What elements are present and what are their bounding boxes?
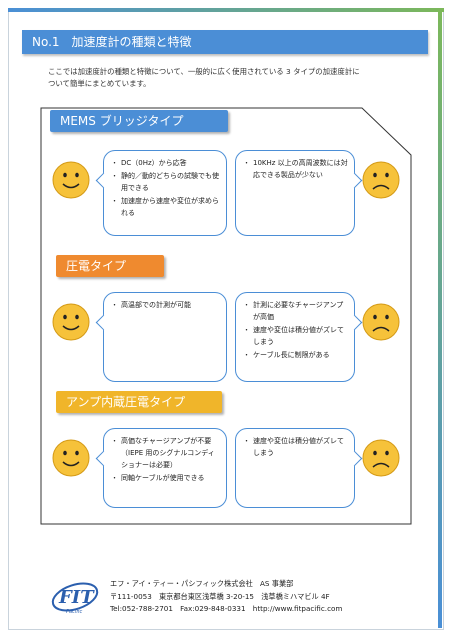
mems-pro-3: 加速度から速度や変位が求められる <box>111 195 220 219</box>
iepe-pro-1: 高価なチャージアンプが不要（IEPE 用のシグナルコンディショナーは必要） <box>111 435 220 471</box>
content-frame <box>40 107 412 525</box>
section-label-piezo: 圧電タイプ <box>56 255 164 277</box>
top-accent-bar <box>8 8 444 12</box>
svg-text:FIT: FIT <box>58 587 95 608</box>
right-accent-bar <box>438 8 442 628</box>
mems-pros-bubble: DC（0Hz）から応答 静的／動的どちらの試験でも使用できる 加速度から速度や変… <box>103 150 227 236</box>
fit-pacific-logo: FIT Pacific <box>51 582 99 615</box>
iepe-cons-bubble: 速度や変位は積分値がズレてしまう <box>235 428 355 508</box>
sad-face-icon <box>362 439 400 477</box>
mems-cons-bubble: 10KHz 以上の高周波数には対応できる製品が少ない <box>235 150 355 236</box>
piezo-pro-1: 高温部での計測が可能 <box>111 299 220 311</box>
footer-phone-web: Tel:052-788-2701 Fax:029-848-0331 http:/… <box>110 604 343 613</box>
intro-text: ここでは加速度計の種類と特徴について、一般的に広く使用されている 3 タイプの加… <box>48 66 408 90</box>
smiley-face-icon <box>52 161 90 199</box>
piezo-con-2: 速度や変位は積分値がズレてしまう <box>243 324 348 348</box>
iepe-pro-2: 同軸ケーブルが使用できる <box>111 472 220 484</box>
iepe-pros-bubble: 高価なチャージアンプが不要（IEPE 用のシグナルコンディショナーは必要） 同軸… <box>103 428 227 508</box>
mems-pro-2: 静的／動的どちらの試験でも使用できる <box>111 170 220 194</box>
frame-outline <box>40 107 412 525</box>
iepe-con-1: 速度や変位は積分値がズレてしまう <box>243 435 348 459</box>
svg-text:Pacific: Pacific <box>66 609 82 615</box>
section-label-mems: MEMS ブリッジタイプ <box>50 110 228 132</box>
piezo-pros-bubble: 高温部での計測が可能 <box>103 292 227 382</box>
footer-contact: エフ・アイ・ティー・パシフィック株式会社 AS 事業部 〒111-0053 東京… <box>110 578 342 616</box>
sad-face-icon <box>362 303 400 341</box>
mems-con-1: 10KHz 以上の高周波数には対応できる製品が少ない <box>243 157 348 181</box>
mems-pro-1: DC（0Hz）から応答 <box>111 157 220 169</box>
piezo-con-3: ケーブル長に制限がある <box>243 349 348 361</box>
intro-line-1: ここでは加速度計の種類と特徴について、一般的に広く使用されている 3 タイプの加… <box>48 67 360 76</box>
smiley-face-icon <box>52 303 90 341</box>
footer-address: 〒111-0053 東京都台東区浅草橋 3-20-15 浅草橋ミハマビル 4F <box>110 591 330 601</box>
footer-company: エフ・アイ・ティー・パシフィック株式会社 AS 事業部 <box>110 579 294 588</box>
piezo-cons-bubble: 計測に必要なチャージアンプが高価 速度や変位は積分値がズレてしまう ケーブル長に… <box>235 292 355 382</box>
section-label-iepe: アンプ内蔵圧電タイプ <box>56 391 222 413</box>
smiley-face-icon <box>52 439 90 477</box>
page-title: No.1 加速度計の種類と特徴 <box>22 30 428 54</box>
intro-line-2: ついて簡単にまとめています。 <box>48 79 151 88</box>
piezo-con-1: 計測に必要なチャージアンプが高価 <box>243 299 348 323</box>
sad-face-icon <box>362 161 400 199</box>
